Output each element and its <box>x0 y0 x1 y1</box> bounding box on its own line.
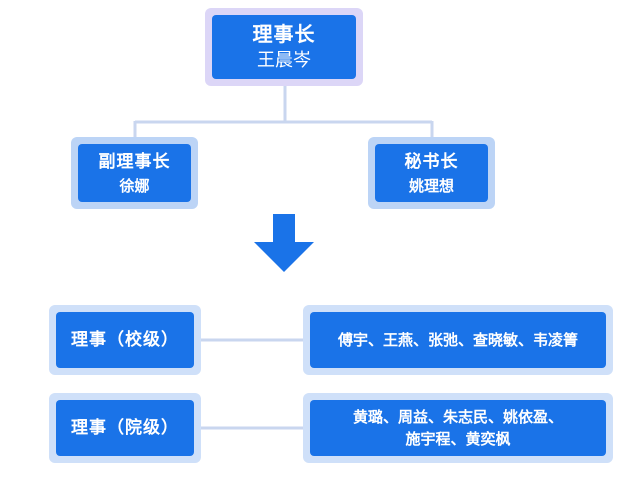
chairman-box-inner: 理事长 王晨岑 <box>212 15 356 79</box>
council-school-members: 傅宇、王燕、张弛、查晓敏、韦凌箐 <box>337 331 578 349</box>
council-school-role-box: 理事（校级） <box>49 305 201 375</box>
secretary-general-box-inner: 秘书长 姚理想 <box>375 144 488 202</box>
secretary-general-box: 秘书长 姚理想 <box>368 137 495 209</box>
vice-chairman-name: 徐娜 <box>119 176 150 195</box>
council-school-members-box: 傅宇、王燕、张弛、查晓敏、韦凌箐 <box>303 305 613 375</box>
council-school-role: 理事（校级） <box>71 330 179 350</box>
council-college-role-box: 理事（院级） <box>49 393 201 463</box>
secretary-general-role: 秘书长 <box>404 151 459 172</box>
chairman-role: 理事长 <box>252 22 316 46</box>
chairman-box: 理事长 王晨岑 <box>205 8 363 86</box>
council-college-role: 理事（院级） <box>71 418 179 438</box>
vice-chairman-box: 副理事长 徐娜 <box>71 137 198 209</box>
council-college-members-line2: 施宇程、黄奕枫 <box>405 430 511 448</box>
vice-chairman-box-inner: 副理事长 徐娜 <box>78 144 191 202</box>
secretary-general-name: 姚理想 <box>408 176 454 195</box>
council-college-role-box-inner: 理事（院级） <box>56 400 194 456</box>
council-college-members-box-inner: 黄璐、周益、朱志民、姚依盈、 施宇程、黄奕枫 <box>310 400 606 456</box>
council-school-role-box-inner: 理事（校级） <box>56 312 194 368</box>
vice-chairman-role: 副理事长 <box>98 151 171 172</box>
council-college-members-line1: 黄璐、周益、朱志民、姚依盈、 <box>352 408 563 426</box>
down-arrow-icon <box>254 214 314 272</box>
council-college-members-box: 黄璐、周益、朱志民、姚依盈、 施宇程、黄奕枫 <box>303 393 613 463</box>
council-school-members-box-inner: 傅宇、王燕、张弛、查晓敏、韦凌箐 <box>310 312 606 368</box>
chairman-name: 王晨岑 <box>257 50 311 71</box>
